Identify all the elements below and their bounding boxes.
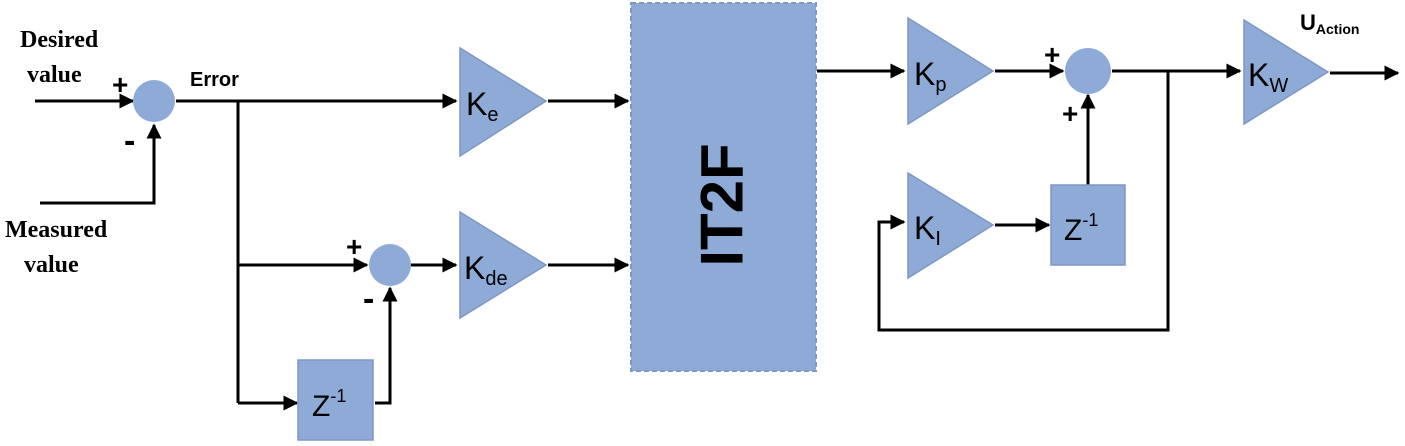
sum3-plus-sign-bottom: + [1062,98,1078,129]
gain-kp-block [907,16,995,126]
summing-junction-2 [369,244,411,286]
sum1-plus-sign: + [112,69,128,100]
sum2-plus-sign: + [346,231,362,262]
gain-kw-block [1243,18,1330,126]
output-u-action-label: UAction [1300,10,1359,37]
delay2-label: Z-1 [1064,210,1098,247]
it2f-controller-label: IT2F [689,143,756,266]
gain-ki-block [907,171,995,280]
sum1-minus-sign: - [124,122,135,160]
it2f-controller-block [630,2,817,372]
gain-ke-block [459,46,548,158]
wire-feedback-loop [877,71,1170,332]
delay-block-1 [297,359,374,441]
wire-measured-input [40,123,162,205]
gain-ke-label: Ke [466,86,498,126]
sum3-plus-sign-top: + [1044,39,1060,70]
summing-junction-1 [133,80,175,122]
measured-value-label-line2: value [24,252,79,278]
desired-value-label-line2: value [27,62,82,88]
sum2-minus-sign: - [363,280,374,318]
gain-kp-label: Kp [914,56,946,96]
gain-kw-label: KW [1248,57,1288,97]
summing-junction-3 [1065,48,1111,94]
measured-value-label-line1: Measured [5,217,108,243]
gain-kde-block [459,210,548,320]
desired-value-label-line1: Desired [20,27,99,53]
gain-kde-label: Kde [464,250,508,290]
signal-wires [35,63,1400,411]
error-label: Error [190,69,239,91]
delay1-label: Z-1 [312,386,346,423]
gain-ki-label: KI [914,210,941,250]
delay-block-2 [1050,184,1126,266]
wire-delay1-to-sum2 [375,286,398,405]
